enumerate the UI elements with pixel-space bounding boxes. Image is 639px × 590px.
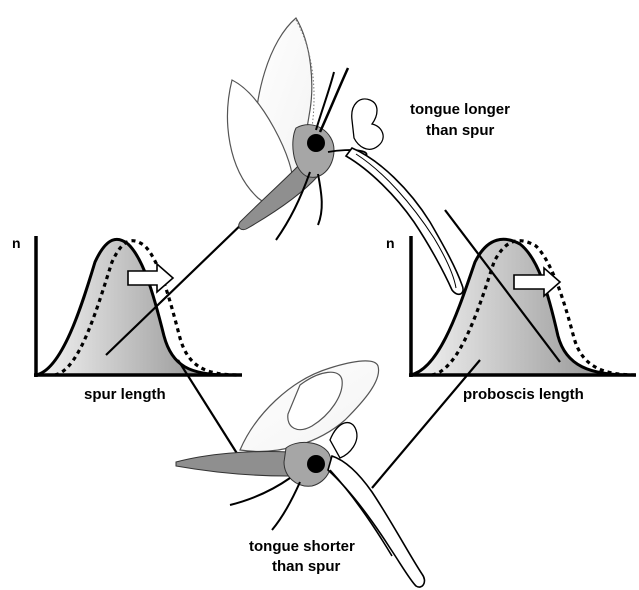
tongue-shorter-label-line2: than spur [272, 558, 340, 575]
tongue-shorter-label: tongue shorter [249, 538, 355, 555]
moth-leg [230, 478, 290, 505]
flower-spur [328, 456, 424, 587]
moth-eye [307, 455, 325, 473]
tongue-longer-label-line2: than spur [426, 122, 494, 139]
proboscis-length-distribution: n proboscis length [386, 235, 636, 403]
spur-length-curve [36, 239, 228, 375]
tongue-longer-label: tongue longer [410, 101, 510, 118]
x-axis-label: proboscis length [463, 386, 584, 403]
x-axis-label: spur length [84, 386, 166, 403]
moth-leg [318, 174, 322, 225]
moth-leg [272, 482, 300, 530]
y-axis-label: n [386, 235, 395, 251]
moth-long-tongue-illustration [228, 18, 464, 294]
moth-abdomen [176, 451, 295, 476]
moth-eye [307, 134, 325, 152]
connector-bottom-right [372, 360, 480, 488]
y-axis-label: n [12, 235, 21, 251]
flower-petals [352, 99, 383, 149]
flower-spur [346, 148, 463, 294]
spur-length-distribution: n spur length [12, 235, 242, 403]
moth-antenna [320, 68, 348, 132]
